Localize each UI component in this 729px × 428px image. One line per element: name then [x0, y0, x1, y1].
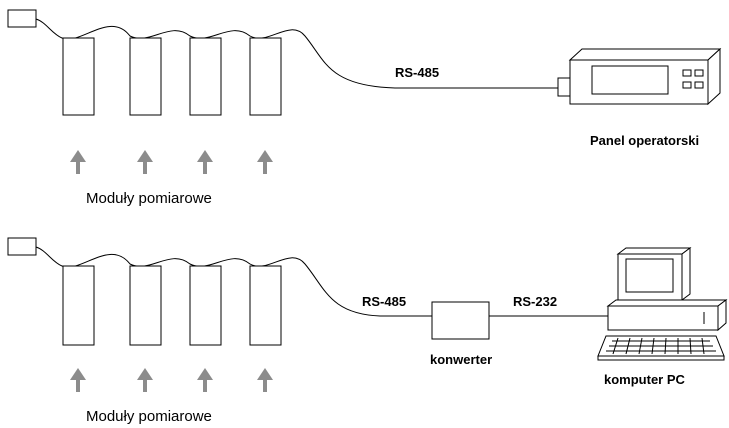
panel-key-2 — [694, 69, 704, 77]
panel-key-1 — [682, 69, 692, 77]
bottom-module-4 — [249, 265, 282, 346]
bottom-module-3 — [189, 265, 222, 346]
panel-top-face — [568, 48, 722, 61]
top-bus-cable — [35, 18, 560, 89]
top-system: Moduły pomiarowe RS-485 Panel operatorsk… — [7, 9, 722, 207]
bottom-rs232-label: RS-232 — [513, 294, 557, 309]
top-module-3 — [189, 37, 222, 116]
monitor-side — [681, 247, 691, 301]
pc-case-side — [717, 299, 727, 332]
top-arrow-4 — [257, 150, 273, 174]
operator-panel-label: Panel operatorski — [590, 133, 699, 148]
operator-panel — [557, 47, 722, 106]
top-module-1 — [62, 37, 95, 116]
monitor-screen — [625, 258, 674, 293]
bottom-modules-label: Moduły pomiarowe — [86, 408, 212, 425]
converter-box — [431, 301, 490, 340]
keyboard-keys — [606, 337, 716, 355]
top-module-4 — [249, 37, 282, 116]
top-module-2 — [129, 37, 162, 116]
panel-display — [591, 65, 669, 95]
bottom-arrow-3 — [197, 368, 213, 392]
keyboard-edge — [597, 355, 725, 361]
bottom-arrow-4 — [257, 368, 273, 392]
pc-case-top — [606, 299, 728, 307]
bottom-module-2 — [129, 265, 162, 346]
bottom-arrow-2 — [137, 368, 153, 392]
top-modules-label: Moduły pomiarowe — [86, 190, 212, 207]
bottom-arrow-1 — [70, 368, 86, 392]
top-arrow-1 — [70, 150, 86, 174]
bottom-system: Moduły pomiarowe RS-485 konwerter RS-232 — [7, 237, 728, 425]
converter-label: konwerter — [430, 352, 492, 367]
computer-label: komputer PC — [604, 372, 686, 387]
monitor-top — [616, 247, 692, 255]
pc-case-front — [607, 305, 719, 331]
computer-pc — [597, 247, 728, 361]
bottom-terminator — [7, 237, 37, 256]
panel-key-4 — [694, 81, 704, 89]
bottom-rs485-label: RS-485 — [362, 294, 406, 309]
top-rs485-label: RS-485 — [395, 65, 439, 80]
panel-key-3 — [682, 81, 692, 89]
top-terminator — [7, 9, 37, 28]
top-arrow-3 — [197, 150, 213, 174]
top-arrow-2 — [137, 150, 153, 174]
bottom-module-1 — [62, 265, 95, 346]
